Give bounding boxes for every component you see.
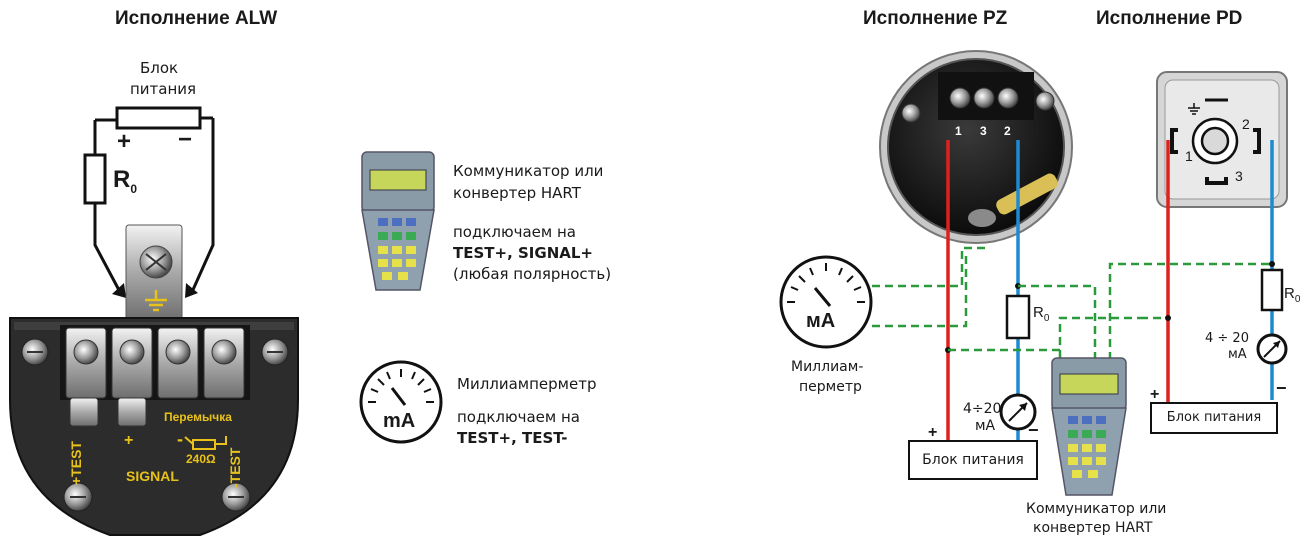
alw-resistor-label: R0: [113, 166, 138, 196]
pz-ammeter-unit: мА: [806, 310, 836, 332]
alw-test-minus-label: -TEST: [227, 447, 243, 488]
alw-wires: [83, 118, 215, 298]
pz-communicator-line2: конвертер HART: [1033, 520, 1153, 536]
alw-power-label-line1: Блок: [140, 59, 179, 77]
alw-power-supply-symbol: [95, 106, 213, 130]
pz-title: Исполнение PZ: [863, 8, 1008, 29]
pz-ammeter-label-line1: Миллиам-: [791, 359, 864, 375]
pd-resistor-r0: [1260, 268, 1284, 312]
ground-icon: [145, 290, 167, 312]
hart-communicator-icon: [361, 151, 435, 291]
legend-communicator-line1: Коммуникатор или: [453, 162, 604, 180]
legend-communicator-line2: конвертер HART: [453, 184, 581, 202]
pd-plus-sign: +: [1150, 386, 1160, 403]
alw-terminal-plate: [9, 317, 299, 536]
pd-current-line2: мА: [1228, 347, 1247, 362]
pz-minus-sign: −: [1028, 420, 1039, 440]
alw-jumper-label: Перемычка: [164, 410, 232, 424]
pz-housing: [879, 50, 1073, 244]
legend-connect1-note: (любая полярность): [453, 265, 612, 283]
alw-test-plus-label: +TEST: [68, 441, 84, 485]
pz-communicator-line1: Коммуникатор или: [1026, 501, 1167, 517]
pz-hart-communicator-icon: [1051, 357, 1127, 496]
pd-connector: [1156, 71, 1288, 208]
legend-ammeter-icon: [359, 360, 443, 444]
alw-ground-bracket: [125, 224, 183, 321]
pd-pin-3: 3: [1235, 168, 1243, 184]
pd-pin-1: 1: [1185, 148, 1193, 164]
pz-ammeter-label-line2: перметр: [799, 379, 862, 395]
legend-connect2-text: подключаем на: [457, 408, 580, 426]
alw-title: Исполнение ALW: [115, 8, 278, 29]
pz-current-line1: 4÷20: [963, 401, 1002, 417]
alw-terminal-minus: -: [177, 429, 183, 449]
pd-minus-sign: −: [1276, 378, 1287, 398]
pz-resistor-r0: [1005, 294, 1031, 340]
pz-terminal-3: 3: [980, 124, 987, 138]
pd-ground-icon: [1188, 103, 1200, 115]
alw-power-label-line2: питания: [130, 80, 197, 98]
pd-title: Исполнение PD: [1096, 8, 1243, 29]
alw-terminal-plus: +: [124, 432, 134, 449]
pd-power-supply-box: Блок питания: [1150, 402, 1278, 434]
pz-terminal-1: 1: [955, 124, 962, 138]
pz-dashed-connections: [872, 246, 1272, 360]
pd-wires: [1165, 140, 1288, 420]
alw-signal-label: SIGNAL: [126, 468, 179, 484]
alw-plus-sign: +: [117, 128, 132, 155]
legend-connect1-terminals: TEST+, SIGNAL+: [453, 244, 593, 262]
pz-power-supply-box: Блок питания: [908, 440, 1038, 480]
pz-resistor-label: R0: [1033, 304, 1050, 324]
pz-wires: [945, 140, 1037, 440]
legend-ammeter-unit: mA: [383, 410, 416, 432]
alw-minus-sign: −: [178, 126, 193, 153]
alw-jumper-value: 240Ω: [186, 452, 216, 466]
pd-current-line1: 4 ÷ 20: [1205, 331, 1249, 346]
alw-terminal-screws: [65, 327, 245, 427]
pz-ammeter-icon: [779, 255, 873, 349]
alw-resistor-r0: [83, 153, 107, 205]
pz-plus-sign: +: [928, 424, 938, 441]
legend-connect2-terminals: TEST+, TEST-: [457, 429, 568, 447]
legend-ammeter-title: Миллиамперметр: [457, 375, 597, 393]
legend-connect1-text: подключаем на: [453, 223, 576, 241]
pd-resistor-label: R0: [1284, 285, 1301, 305]
pd-pin-2: 2: [1242, 116, 1250, 132]
pz-terminal-2: 2: [1004, 124, 1011, 138]
pz-current-line2: мА: [975, 418, 996, 434]
